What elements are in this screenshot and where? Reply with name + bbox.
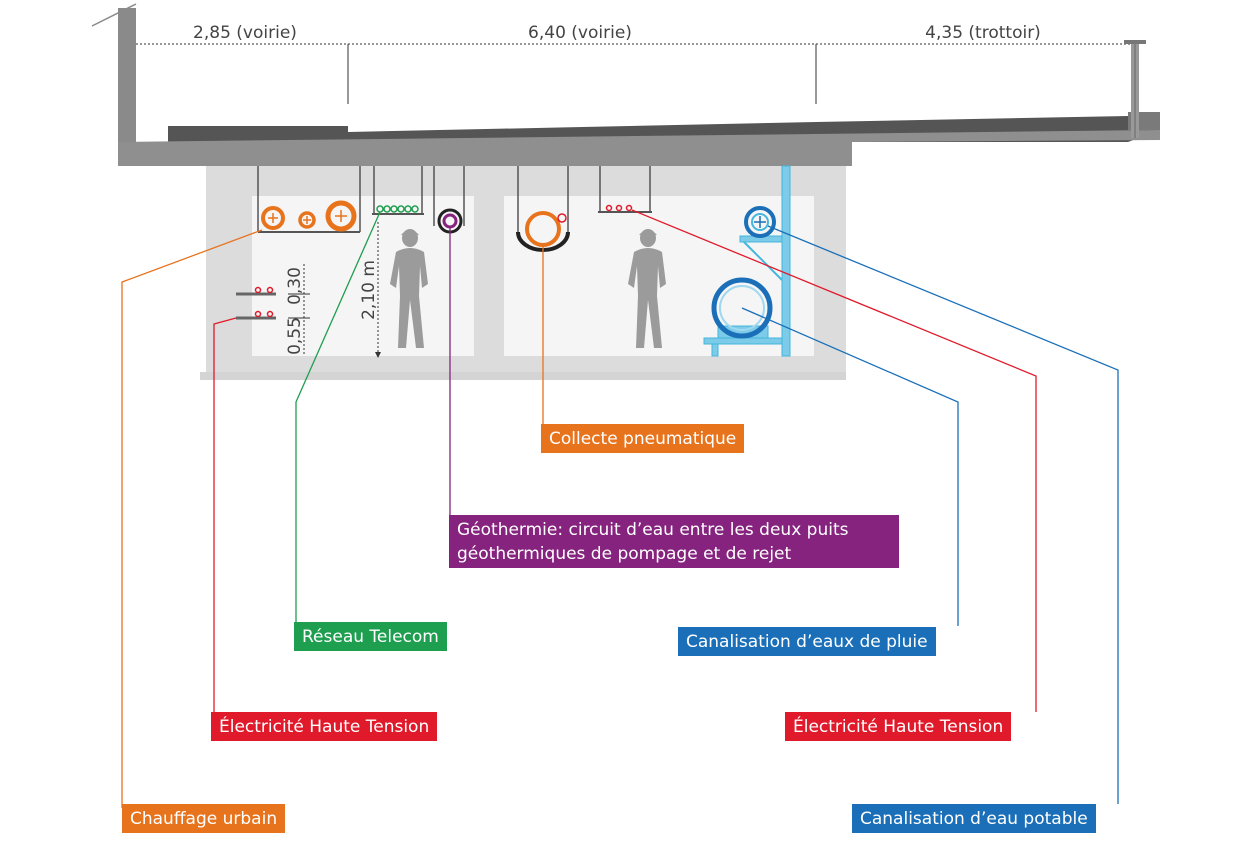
label-electricite-left: Électricité Haute Tension — [211, 712, 438, 741]
district-heating-rack — [257, 166, 361, 233]
label-eaux-pluie-text: Canalisation d’eaux de pluie — [686, 632, 928, 652]
label-electricite-right-text: Électricité Haute Tension — [793, 717, 1004, 737]
label-collecte-text: Collecte pneumatique — [549, 429, 737, 449]
label-telecom-text: Réseau Telecom — [302, 627, 439, 647]
dim-sidewalk: 4,35 (trottoir) — [925, 23, 1041, 43]
heating-pipe-3 — [325, 200, 357, 232]
rainwater-pipe — [711, 277, 773, 339]
label-eau-potable-text: Canalisation d’eau potable — [860, 809, 1088, 829]
tunnel-height-dimension: 2,10 m — [359, 222, 381, 358]
leader-electricite-right — [631, 209, 1037, 712]
label-eau-potable: Canalisation d’eau potable — [852, 804, 1096, 833]
concrete-slab — [118, 130, 1160, 166]
leader-chauffage — [121, 229, 263, 808]
heating-pipe-2 — [298, 211, 316, 229]
width-dimension-line: 2,85 (voirie) 6,40 (voirie) 4,35 (trotto… — [136, 23, 1132, 104]
label-geothermie-line1: Géothermie: circuit d’eau entre les deux… — [457, 520, 849, 540]
leader-eaux-pluie — [741, 307, 959, 626]
leader-telecom — [295, 211, 381, 622]
dim-road-middle: 6,40 (voirie) — [528, 23, 632, 43]
left-wall-cap — [91, 3, 137, 27]
label-chauffage-text: Chauffage urbain — [130, 809, 278, 829]
street-lamp — [1124, 40, 1146, 138]
tunnel-left-chamber — [252, 196, 474, 356]
dim-tunnel-height: 2,10 m — [359, 260, 379, 320]
hv-cable-trays-left — [236, 286, 276, 320]
worker-silhouette-left — [390, 229, 428, 348]
label-geothermie-line2: géothermiques de pompage et de rejet — [457, 544, 792, 564]
left-wall — [118, 8, 136, 150]
dim-cable-bottom: 0,55 — [285, 317, 305, 355]
label-eaux-de-pluie: Canalisation d’eaux de pluie — [678, 627, 936, 656]
dim-cable-gap: 0,30 — [285, 267, 305, 305]
heating-pipe-1 — [261, 206, 285, 230]
leader-lines — [121, 209, 1119, 808]
telecom-tray — [372, 166, 424, 215]
water-pipe-frame — [703, 165, 791, 357]
road-structure — [91, 3, 1160, 166]
cable-dimensions: 0,30 0,55 — [285, 264, 310, 356]
hv-cable-tray-right — [598, 166, 652, 213]
label-electricite-left-text: Électricité Haute Tension — [219, 717, 430, 737]
potable-water-pipe — [744, 206, 776, 238]
label-chauffage-urbain: Chauffage urbain — [122, 804, 286, 833]
worker-silhouette-right — [628, 229, 666, 348]
leader-eau-potable — [767, 225, 1119, 804]
label-geothermie: Géothermie: circuit d’eau entre les deux… — [449, 515, 899, 568]
label-collecte-pneumatique: Collecte pneumatique — [541, 424, 745, 453]
label-electricite-right: Électricité Haute Tension — [785, 712, 1012, 741]
label-reseau-telecom: Réseau Telecom — [294, 622, 447, 651]
leader-electricite-left — [213, 317, 237, 714]
dim-road-left: 2,85 (voirie) — [193, 23, 297, 43]
